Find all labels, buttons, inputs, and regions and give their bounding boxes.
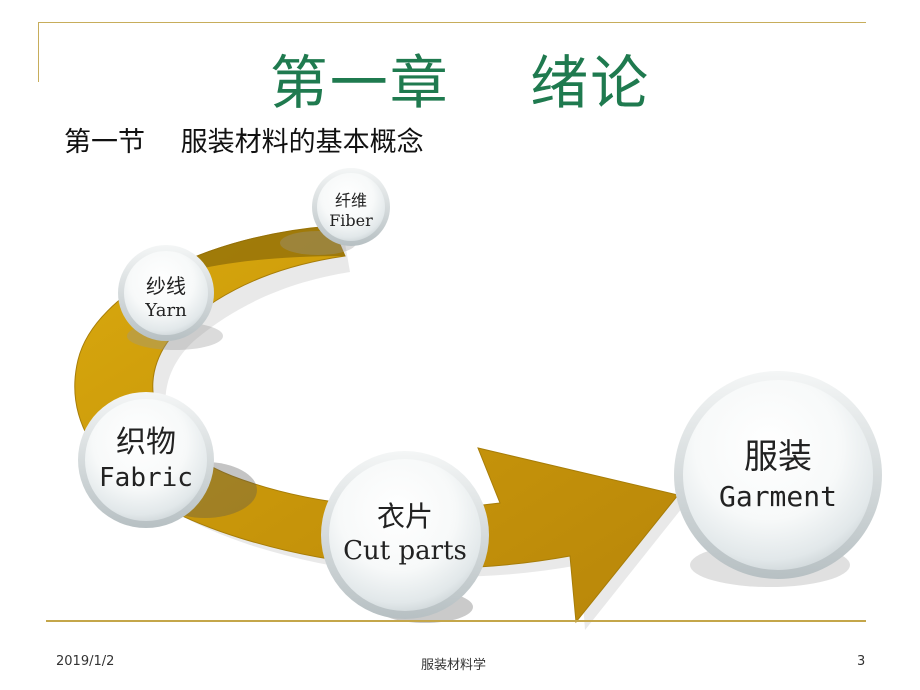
fiber-label: 纤维 Fiber [311,191,391,231]
yarn-label-cn: 纱线 [146,274,186,298]
garment-node [674,371,882,579]
cutparts-label-cn: 衣片 [376,500,433,533]
fabric-label: 织物 Fabric [86,425,206,495]
footer-page-number: 3 [857,654,866,669]
fiber-node [312,168,390,246]
fabric-node [78,392,214,528]
process-arrow [74,225,679,624]
fiber-label-cn: 纤维 [334,191,367,210]
left-border-line [38,22,39,82]
yarn-label: 纱线 Yarn [116,273,216,323]
top-border-line [38,22,866,23]
garment-label-cn: 服装 [744,437,812,477]
yarn-label-en: Yarn [145,300,187,321]
fabric-label-cn: 织物 [116,425,176,460]
yarn-node [118,245,214,341]
fabric-label-en: Fabric [99,463,193,493]
footer-date: 2019/1/2 [56,654,115,669]
arrow-inner-shade [135,226,345,290]
garment-label: 服装 Garment [683,436,873,516]
footer-title: 服装材料学 [421,658,487,673]
section-subtitle: 第一节 服装材料的基本概念 [64,127,424,158]
garment-label-en: Garment [718,480,837,513]
slide-title: 第一章 绪论 [269,49,651,117]
bottom-border-line [46,620,866,622]
cutparts-label: 衣片 Cut parts [325,500,485,568]
cutparts-label-en: Cut parts [343,536,467,566]
fiber-label-en: Fiber [329,211,373,230]
cutparts-node [321,451,489,619]
